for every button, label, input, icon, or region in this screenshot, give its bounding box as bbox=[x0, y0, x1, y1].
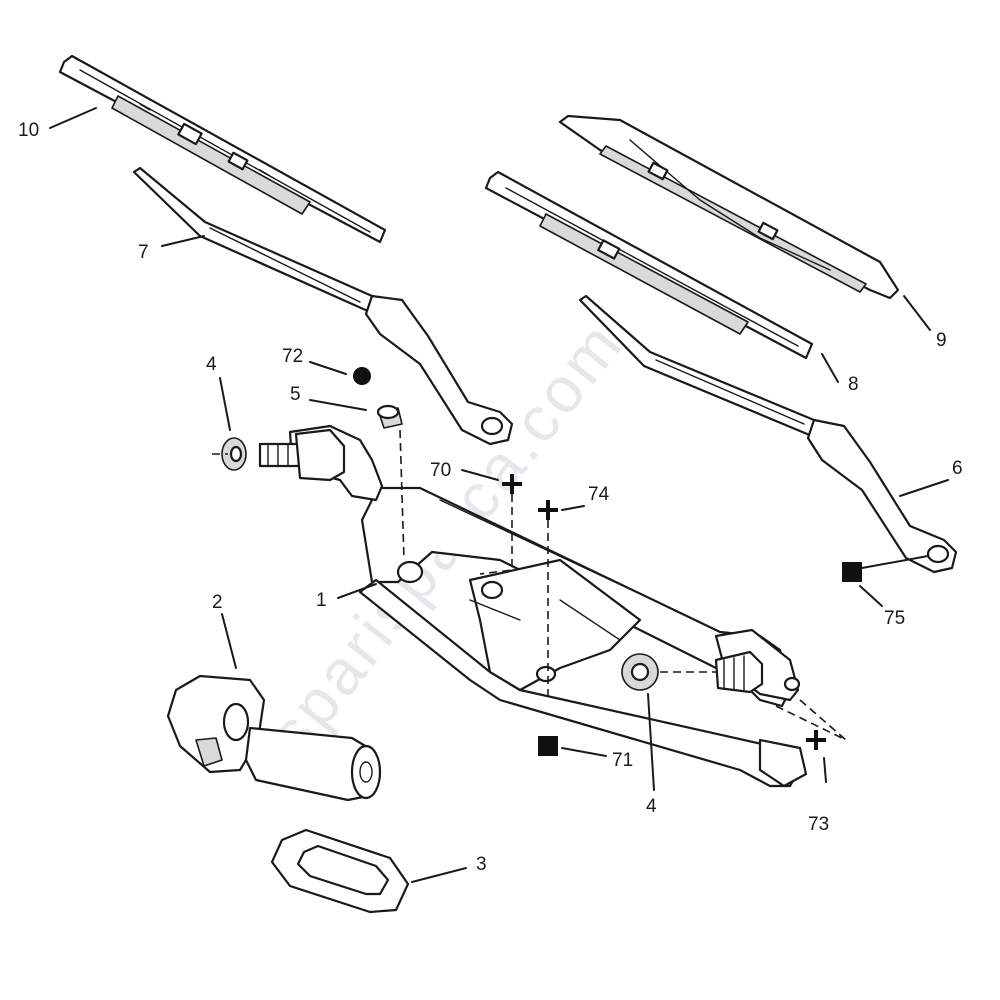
callout-7: 7 bbox=[138, 242, 149, 263]
motor-grommet bbox=[270, 828, 410, 914]
callout-9: 9 bbox=[936, 330, 947, 351]
callout-4-left: 4 bbox=[206, 354, 217, 375]
nut-left bbox=[212, 437, 247, 471]
callout-74: 74 bbox=[588, 484, 610, 505]
wiper-linkage-frame bbox=[288, 424, 808, 788]
spindle-shaft-right bbox=[714, 650, 764, 694]
callout-4-right: 4 bbox=[646, 796, 657, 817]
callout-70: 70 bbox=[430, 460, 451, 481]
callout-75: 75 bbox=[884, 608, 905, 629]
bushing bbox=[376, 404, 405, 561]
wiper-motor bbox=[166, 674, 382, 802]
nut-right bbox=[621, 653, 716, 691]
callout-3: 3 bbox=[476, 854, 487, 875]
callout-10: 10 bbox=[18, 120, 39, 141]
leader-lines bbox=[49, 107, 949, 883]
callout-5: 5 bbox=[290, 384, 301, 405]
plus-symbol-74 bbox=[538, 500, 558, 520]
circle-symbol-72 bbox=[353, 367, 371, 385]
wiper-arm-left bbox=[132, 166, 514, 446]
callout-8: 8 bbox=[848, 374, 859, 395]
callout-71: 71 bbox=[612, 750, 633, 771]
callout-72: 72 bbox=[282, 346, 303, 367]
wiper-arm-right bbox=[578, 294, 958, 574]
wiper-blade-right-lower bbox=[484, 170, 814, 360]
callout-6: 6 bbox=[952, 458, 963, 479]
wiper-blade-right-upper bbox=[558, 114, 900, 300]
callout-2: 2 bbox=[212, 592, 223, 613]
wiper-blade-left bbox=[58, 54, 387, 244]
callout-73: 73 bbox=[808, 814, 829, 835]
reference-lines bbox=[479, 494, 847, 741]
plus-symbol-73 bbox=[806, 730, 826, 750]
spindle-shaft-left bbox=[258, 428, 346, 482]
square-symbol-71 bbox=[538, 736, 558, 756]
callout-1: 1 bbox=[316, 590, 327, 611]
square-symbol-75 bbox=[842, 562, 862, 582]
plus-symbol-70 bbox=[502, 474, 522, 494]
